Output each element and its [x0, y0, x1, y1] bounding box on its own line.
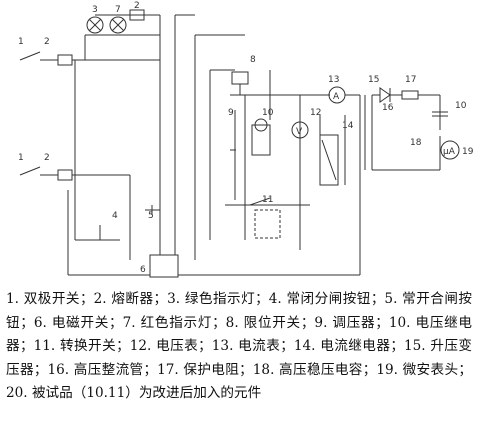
green-indicator-lamp [86, 16, 104, 34]
label-14: 14 [342, 121, 354, 131]
label-17: 17 [405, 75, 416, 85]
label-15: 15 [368, 75, 379, 85]
voltmeter [291, 121, 309, 139]
label-18: 18 [410, 138, 422, 148]
microammeter: μA [440, 140, 460, 160]
red-indicator-lamp [109, 16, 127, 34]
normally-open-button [145, 205, 160, 215]
figure-legend: 1. 双极开关；2. 熔断器；3. 绿色指示灯；4. 常闭分闸按钮；5. 常开合… [6, 291, 472, 401]
component-number-labels: 1 2 3 7 2 8 13 15 17 16 10 9 10 12 14 18… [18, 1, 474, 275]
normally-closed-button [95, 225, 110, 241]
label-7: 7 [115, 5, 121, 15]
fuse-2 [57, 169, 73, 181]
ammeter: A [328, 86, 346, 104]
label-4: 4 [112, 211, 118, 221]
changeover-switch [249, 197, 281, 239]
label-9: 9 [228, 108, 234, 118]
high-voltage-section [364, 87, 448, 171]
label-3: 3 [92, 5, 98, 15]
current-relay [319, 134, 339, 186]
label-2-fuse: 2 [134, 1, 140, 11]
limit-switch [231, 71, 249, 85]
voltage-relay [251, 124, 271, 156]
label-19: 19 [462, 147, 474, 157]
main-wiring [19, 14, 361, 276]
label-2-bottom: 2 [44, 153, 50, 163]
fuse-1 [57, 54, 73, 66]
label-2-top: 2 [44, 37, 50, 47]
label-13: 13 [328, 75, 339, 85]
label-10: 10 [262, 108, 274, 118]
fuse-top [129, 9, 145, 21]
microammeter-letter: μA [443, 147, 456, 157]
label-16: 16 [382, 103, 394, 113]
label-5: 5 [148, 211, 154, 221]
circuit-diagram: V A μA 1 2 3 7 2 8 13 15 17 16 10 [18, 1, 474, 278]
label-11: 11 [262, 195, 273, 205]
ammeter-letter: A [333, 92, 340, 102]
svg-text:V: V [296, 127, 303, 137]
label-12: 12 [310, 108, 321, 118]
label-10-right: 10 [455, 101, 467, 111]
voltage-regulator [230, 110, 236, 200]
electromagnetic-switch [149, 254, 179, 278]
label-6: 6 [140, 265, 146, 275]
label-1-top: 1 [18, 37, 24, 47]
label-8: 8 [250, 55, 256, 65]
label-1-bottom: 1 [18, 153, 24, 163]
